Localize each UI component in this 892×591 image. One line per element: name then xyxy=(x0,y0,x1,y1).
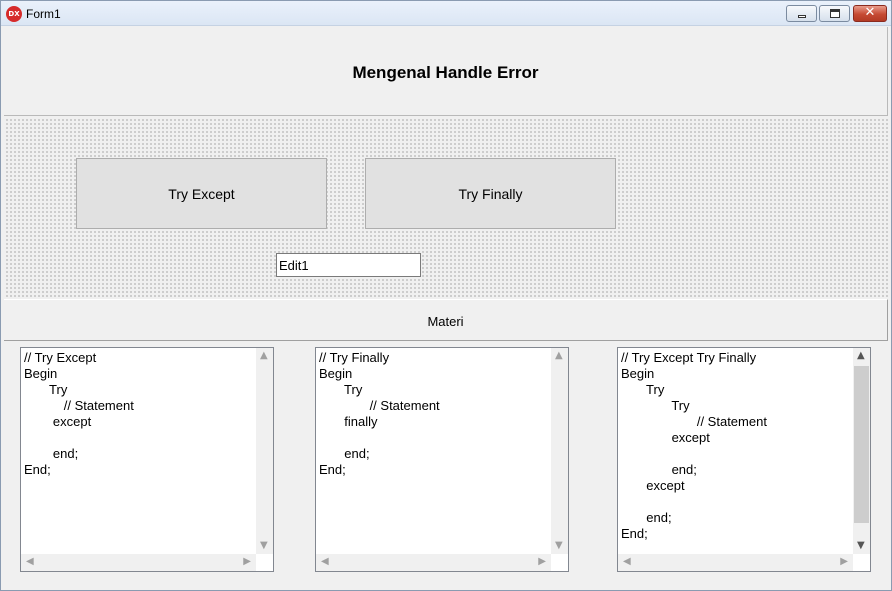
horizontal-scrollbar[interactable]: ◀ ▶ xyxy=(21,554,256,571)
scroll-right-icon[interactable]: ▶ xyxy=(243,556,251,567)
scroll-down-icon[interactable]: ▼ xyxy=(857,540,865,551)
minimize-icon xyxy=(798,15,806,18)
vertical-scrollbar[interactable]: ▲ ▼ xyxy=(551,348,568,554)
scroll-thumb[interactable] xyxy=(854,366,869,523)
horizontal-scrollbar[interactable]: ◀ ▶ xyxy=(618,554,853,571)
scroll-right-icon[interactable]: ▶ xyxy=(840,556,848,567)
close-button[interactable]: ✕ xyxy=(853,5,887,22)
memo-text[interactable]: // Try Except Begin Try // Statement exc… xyxy=(24,350,134,477)
materi-panel: Materi xyxy=(4,299,888,341)
scroll-down-icon[interactable]: ▼ xyxy=(555,540,563,551)
window-title: Form1 xyxy=(26,7,61,21)
scroll-up-icon[interactable]: ▲ xyxy=(555,350,563,361)
maximize-icon xyxy=(830,9,840,18)
title-bar[interactable]: DX Form1 ✕ xyxy=(1,1,891,26)
maximize-button[interactable] xyxy=(819,5,850,22)
scroll-left-icon[interactable]: ◀ xyxy=(26,556,34,567)
app-icon: DX xyxy=(6,6,22,22)
scroll-up-icon[interactable]: ▲ xyxy=(260,350,268,361)
vertical-scrollbar[interactable]: ▲ ▼ xyxy=(256,348,273,554)
memo-text[interactable]: // Try Finally Begin Try // Statement fi… xyxy=(319,350,440,477)
scroll-right-icon[interactable]: ▶ xyxy=(538,556,546,567)
scroll-left-icon[interactable]: ◀ xyxy=(321,556,329,567)
horizontal-scrollbar[interactable]: ◀ ▶ xyxy=(316,554,551,571)
memo-try-except[interactable]: // Try Except Begin Try // Statement exc… xyxy=(20,347,274,572)
edit1-field[interactable] xyxy=(276,253,421,277)
memo-try-finally[interactable]: // Try Finally Begin Try // Statement fi… xyxy=(315,347,569,572)
minimize-button[interactable] xyxy=(786,5,817,22)
memo-text[interactable]: // Try Except Try Finally Begin Try Try … xyxy=(621,350,767,541)
page-title: Mengenal Handle Error xyxy=(352,63,539,82)
header-panel: Mengenal Handle Error xyxy=(4,27,888,116)
scroll-up-icon[interactable]: ▲ xyxy=(857,350,865,361)
materi-label: Materi xyxy=(427,314,464,329)
memo-try-except-try-finally[interactable]: // Try Except Try Finally Begin Try Try … xyxy=(617,347,871,572)
button-panel: Try Except Try Finally xyxy=(4,117,888,299)
try-finally-button[interactable]: Try Finally xyxy=(365,158,616,229)
vertical-scrollbar[interactable]: ▲ ▼ xyxy=(853,348,870,554)
try-except-button[interactable]: Try Except xyxy=(76,158,327,229)
close-icon: ✕ xyxy=(864,5,876,20)
scroll-left-icon[interactable]: ◀ xyxy=(623,556,631,567)
scroll-down-icon[interactable]: ▼ xyxy=(260,540,268,551)
